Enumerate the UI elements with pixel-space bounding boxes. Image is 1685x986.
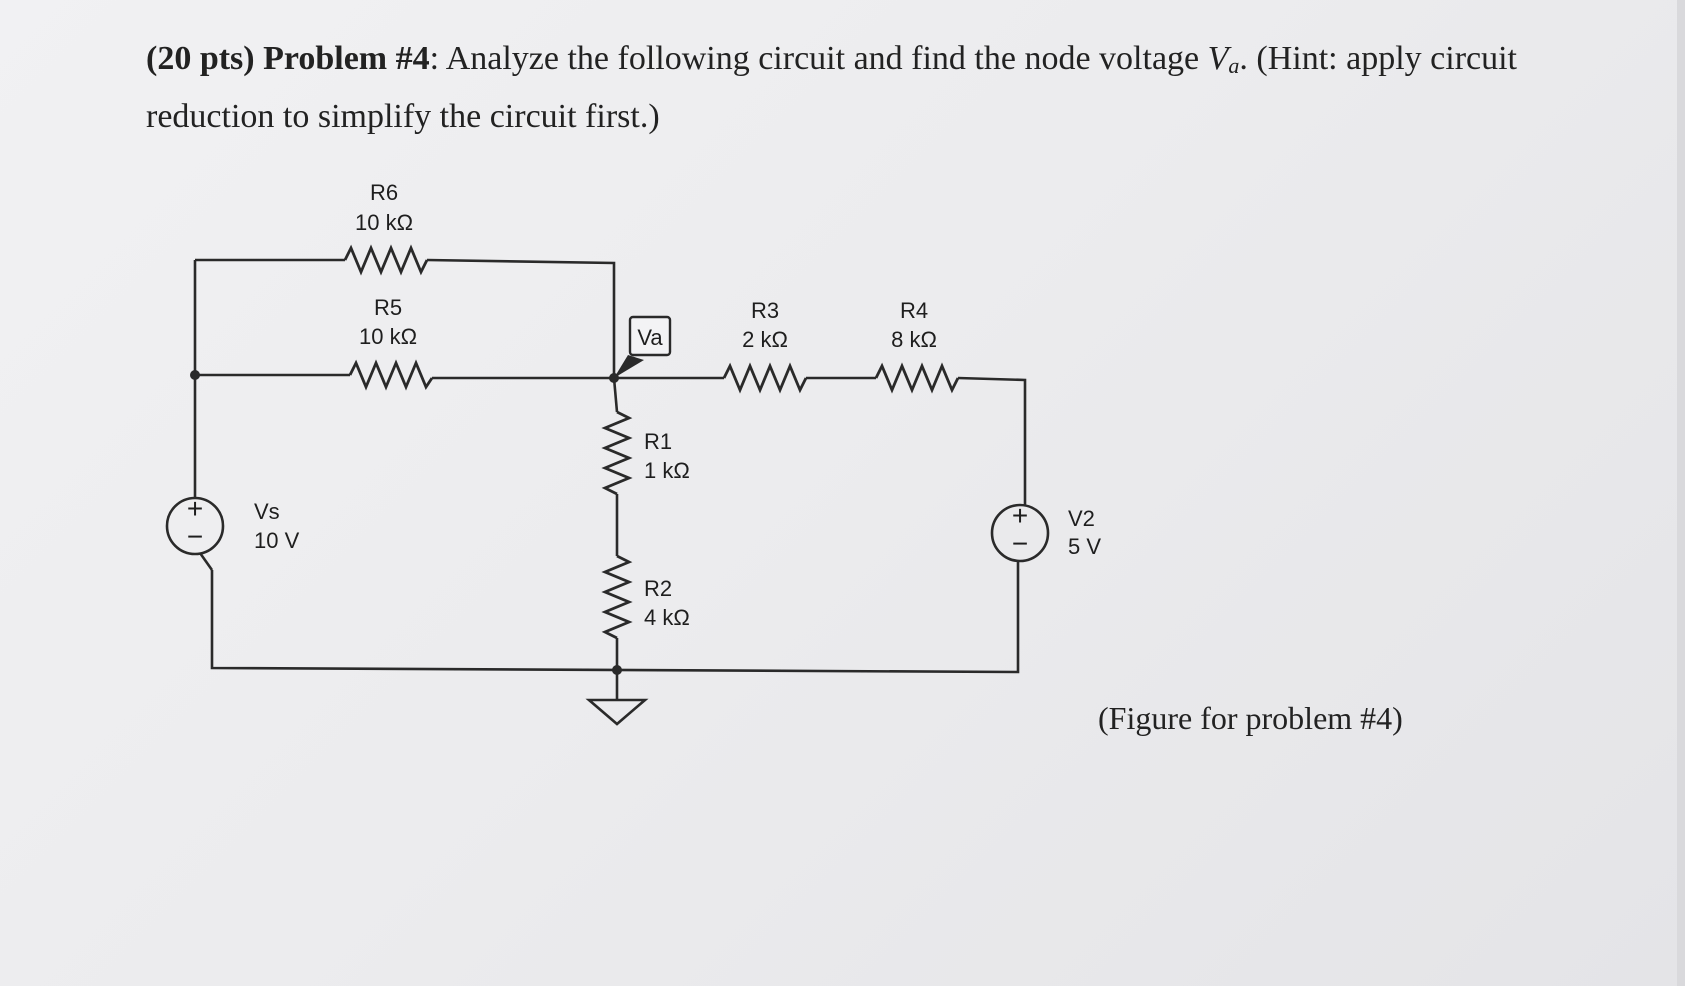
r6-value: 10 kΩ [355,210,413,235]
v2-plus: + [1012,500,1028,531]
wire-vs-bottom [198,552,214,571]
vs-value: 10 V [254,528,300,553]
r5-value: 10 kΩ [359,324,417,349]
r1-value: 1 kΩ [644,458,690,483]
v2-name: V2 [1068,506,1095,531]
vs-plus: + [187,493,203,524]
va-node-box [628,315,672,357]
r2-name: R2 [644,576,672,601]
r5-name: R5 [374,295,402,320]
resistor-r4 [874,362,960,394]
problem-number: Problem #4 [263,40,430,77]
resistor-r5 [348,359,434,391]
wire-r4-v2 [957,376,1027,505]
r3-value: 2 kΩ [742,327,788,352]
v2-value: 5 V [1068,534,1101,559]
problem-statement: (20 pts) Problem #4: Analyze the followi… [146,30,1566,146]
vs-minus: − [187,521,203,552]
resistor-r3 [722,362,808,394]
problem-text-2: . (Hint: apply circuit reduction to simp… [146,40,1518,135]
r2-value: 4 kΩ [644,605,690,630]
ground-symbol [585,698,649,726]
junction-gnd [612,665,622,675]
figure-caption: (Figure for problem #4) [1098,700,1403,736]
v2-minus: − [1012,528,1028,559]
r4-value: 8 kΩ [891,327,937,352]
junction-left [190,370,200,380]
resistor-r1 [601,410,633,496]
resistor-r6 [343,244,429,276]
va-probe-pointer [614,355,644,378]
wire-r6-left [193,258,345,375]
r4-name: R4 [900,298,928,323]
problem-points: (20 pts) [146,40,255,77]
source-v2 [990,503,1050,563]
node-voltage-var: Va [1207,40,1240,78]
page-edge [1677,0,1685,986]
problem-text-1: : Analyze the following circuit and find… [429,40,1208,77]
resistor-r2 [601,554,633,640]
r1-name: R1 [644,429,672,454]
wire-r6-right [426,258,616,378]
r3-name: R3 [751,298,779,323]
vs-name: Vs [254,499,280,524]
r6-name: R6 [370,180,398,205]
va-node-label: Va [637,325,663,350]
wire-va-r1 [612,377,619,413]
